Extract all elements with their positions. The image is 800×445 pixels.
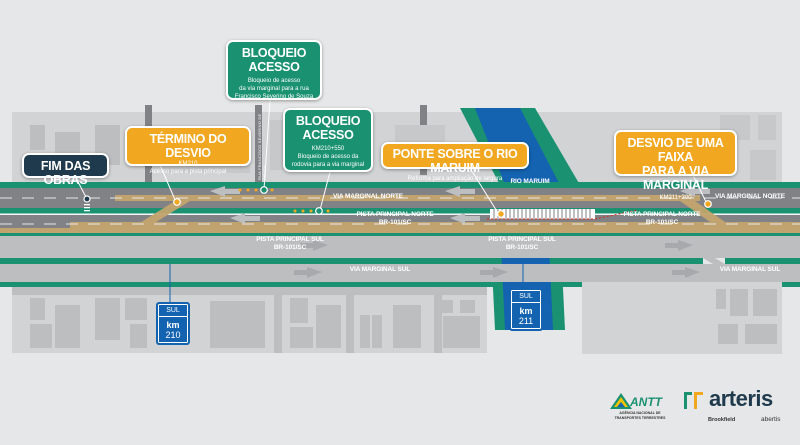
callout-km: KM211+300 [659, 195, 692, 201]
callout-title: TÉRMINO DO DESVIO [149, 132, 227, 160]
pista-name: PISTA PRINCIPAL NORTE [356, 211, 434, 218]
arteris-mark-icon [684, 392, 703, 409]
sign-unit: km [519, 306, 533, 316]
callout-title: BLOQUEIO [241, 46, 307, 60]
sign-number: 210 [165, 330, 181, 340]
callout-ponte-rio-maruim: PONTE SOBRE O RIO MARUIM Reforma para am… [381, 142, 529, 182]
antt-line2: TRANSPORTES TERRESTRES [614, 416, 666, 420]
callout-title: BLOQUEIO [295, 114, 361, 128]
callout-title: ACESSO [302, 128, 354, 142]
antt-line1: AGÊNCIA NACIONAL DE [619, 411, 661, 415]
callout-title: DESVIO DE UMA FAIXA [627, 136, 724, 164]
antt-name: ANTT [630, 395, 662, 409]
callout-title: PARA A VIA MARGINAL [642, 164, 709, 192]
marker-bloqueio-1 [260, 186, 268, 194]
pista-name: PISTA PRINCIPAL SUL [256, 236, 324, 243]
label-rio-maruim: RIO MARUIM [510, 178, 550, 185]
direction-arrows-west [210, 186, 710, 224]
marker-fim-obras [83, 195, 91, 203]
leader-lines [75, 99, 708, 214]
callout-title: FIM DAS OBRAS [40, 159, 91, 187]
km-sign-210: SUL km 210 [156, 302, 190, 345]
callout-bloqueio-acesso-1: BLOQUEIO ACESSO Bloqueio de acesso da vi… [226, 40, 322, 100]
br-code: BR-101/SC [645, 218, 679, 226]
arteris-brookfield: Brookfield [708, 417, 736, 423]
callout-desc: da via marginal para a rua [239, 86, 309, 92]
arteris-name: arteris [709, 386, 773, 411]
antt-triangle-icon [610, 393, 632, 409]
pista-principal-sul-road [0, 236, 800, 258]
callout-title: ACESSO [248, 60, 300, 74]
callout-termino-desvio: TÉRMINO DO DESVIO KM210 Acesso para a pi… [125, 126, 251, 175]
pista-name: PISTA PRINCIPAL NORTE [623, 211, 701, 218]
callout-desc: Bloqueio de acesso da [297, 154, 359, 160]
label-via-marginal-sul-1: VIA MARGINAL SUL [349, 266, 411, 273]
br-code: BR-101/SC [505, 243, 539, 251]
sign-number: 211 [518, 316, 534, 326]
callout-desc: Bloqueio de acesso [247, 78, 301, 84]
arteris-logo: arteris Brookfield abertis [683, 386, 793, 428]
callout-fim-das-obras: FIM DAS OBRAS [22, 153, 109, 187]
callout-desc: rodovia para a via marginal [291, 162, 365, 168]
markers [83, 186, 712, 218]
callout-desc: Francisco Severino de Souza [234, 94, 314, 100]
sign-unit: km [166, 320, 180, 330]
callout-desc: Reforma para ampliação de largura [407, 176, 503, 182]
km-sign-211: SUL km 211 [509, 288, 543, 331]
callout-desvio-uma-faixa: DESVIO DE UMA FAIXA PARA A VIA MARGINAL … [614, 130, 737, 201]
pista-name: PISTA PRINCIPAL SUL [488, 236, 556, 243]
br-code: BR-101/SC [378, 218, 412, 226]
marker-desvio-faixa [704, 200, 712, 208]
sign-direction: SUL [511, 290, 541, 303]
street-label: RUA FRANCISCO SEVERINO DE SOUZA [257, 113, 267, 180]
label-via-marginal-norte-1: VIA MARGINAL NORTE [332, 193, 404, 200]
sign-direction: SUL [158, 304, 188, 317]
callout-desc: Acesso para a pista principal [149, 169, 227, 175]
label-via-marginal-norte-2: VIA MARGINAL NORTE [714, 193, 786, 200]
br-code: BR-101/SC [273, 243, 307, 251]
arteris-abertis: abertis [761, 416, 781, 423]
marker-bloqueio-2 [315, 207, 323, 215]
marker-ponte [497, 210, 505, 218]
direction-arrows-east [294, 240, 700, 278]
marker-termino-desvio [173, 198, 181, 206]
callout-bloqueio-acesso-2: BLOQUEIO ACESSO KM210+550 Bloqueio de ac… [283, 108, 373, 172]
south-city-blocks [12, 282, 782, 354]
callout-title: PONTE SOBRE O RIO MARUIM [392, 147, 518, 175]
callout-km: KM210+550 [311, 146, 345, 152]
label-via-marginal-sul-2: VIA MARGINAL SUL [719, 266, 781, 273]
via-marginal-sul-road [0, 264, 800, 282]
callout-km: KM210 [178, 161, 198, 167]
